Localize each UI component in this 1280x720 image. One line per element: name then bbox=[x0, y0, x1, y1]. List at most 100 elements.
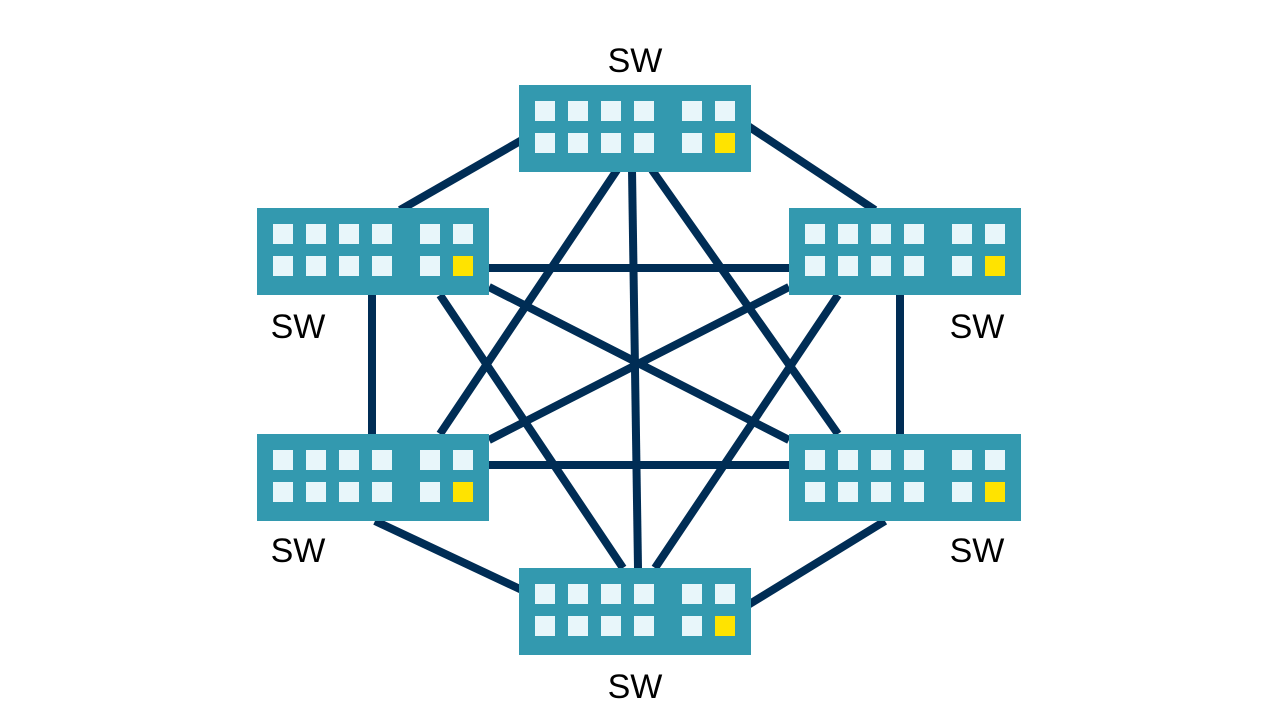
network-switch-icon bbox=[789, 434, 1021, 521]
switch-port bbox=[306, 450, 326, 470]
switch-lower-right: SW bbox=[789, 434, 1021, 570]
links-layer bbox=[368, 122, 904, 609]
switch-port bbox=[805, 482, 825, 502]
switch-port bbox=[568, 101, 588, 121]
switch-port-active bbox=[453, 482, 473, 502]
network-switch-icon bbox=[257, 208, 489, 295]
switch-port bbox=[420, 224, 440, 244]
network-switch-icon bbox=[519, 85, 751, 172]
switch-port bbox=[634, 101, 654, 121]
switch-port bbox=[838, 450, 858, 470]
switch-label: SW bbox=[271, 532, 326, 570]
switch-port bbox=[952, 224, 972, 244]
link-top-lower-left bbox=[436, 167, 621, 437]
switch-port bbox=[952, 482, 972, 502]
switch-port-active bbox=[985, 256, 1005, 276]
switch-port bbox=[273, 224, 293, 244]
switch-upper-left: SW bbox=[257, 208, 489, 346]
switch-label: SW bbox=[608, 42, 663, 80]
switch-body bbox=[257, 208, 489, 295]
switch-port bbox=[682, 584, 702, 604]
switch-label: SW bbox=[950, 532, 1005, 570]
switch-port bbox=[339, 224, 359, 244]
switch-port bbox=[601, 133, 621, 153]
switch-port bbox=[952, 450, 972, 470]
switch-label: SW bbox=[608, 668, 663, 706]
switch-port-active bbox=[985, 482, 1005, 502]
switch-port bbox=[372, 482, 392, 502]
switch-port bbox=[601, 584, 621, 604]
switch-port bbox=[805, 256, 825, 276]
switch-port-active bbox=[715, 133, 735, 153]
switch-port bbox=[535, 616, 555, 636]
switch-top: SW bbox=[519, 42, 751, 172]
switch-port bbox=[339, 256, 359, 276]
link-top-lower-right bbox=[648, 167, 842, 437]
link-upper-right-lower-left bbox=[487, 283, 791, 444]
switch-port bbox=[372, 256, 392, 276]
switch-port bbox=[535, 133, 555, 153]
switch-port bbox=[273, 450, 293, 470]
switch-upper-right: SW bbox=[789, 208, 1021, 346]
switch-port bbox=[838, 256, 858, 276]
link-top-upper-left bbox=[398, 136, 524, 214]
switch-port bbox=[904, 224, 924, 244]
switch-port bbox=[568, 584, 588, 604]
switch-lower-left: SW bbox=[257, 434, 489, 570]
switch-port bbox=[715, 101, 735, 121]
switch-bottom: SW bbox=[519, 568, 751, 706]
switch-port bbox=[682, 133, 702, 153]
switch-port bbox=[805, 450, 825, 470]
switch-port bbox=[453, 450, 473, 470]
switch-body bbox=[519, 568, 751, 655]
switch-port bbox=[601, 101, 621, 121]
switch-label: SW bbox=[950, 308, 1005, 346]
switch-port bbox=[634, 133, 654, 153]
switch-port bbox=[682, 101, 702, 121]
switch-body bbox=[789, 208, 1021, 295]
switch-port bbox=[453, 224, 473, 244]
switch-port bbox=[871, 256, 891, 276]
link-top-upper-right bbox=[745, 122, 878, 214]
switch-body bbox=[519, 85, 751, 172]
switch-port bbox=[805, 224, 825, 244]
switches-layer: SW SW SW SW SW SW bbox=[257, 42, 1021, 706]
link-lower-right-bottom bbox=[745, 517, 888, 609]
switch-port-active bbox=[715, 616, 735, 636]
switch-port bbox=[985, 224, 1005, 244]
switch-port bbox=[634, 584, 654, 604]
switch-port bbox=[273, 256, 293, 276]
switch-port bbox=[339, 482, 359, 502]
switch-label: SW bbox=[271, 308, 326, 346]
network-switch-icon bbox=[789, 208, 1021, 295]
switch-port bbox=[535, 584, 555, 604]
switch-port bbox=[420, 482, 440, 502]
link-upper-left-bottom bbox=[436, 292, 627, 571]
switch-port bbox=[306, 256, 326, 276]
switch-port bbox=[372, 224, 392, 244]
switch-port bbox=[871, 482, 891, 502]
switch-port bbox=[904, 450, 924, 470]
switch-port bbox=[715, 584, 735, 604]
switch-body bbox=[789, 434, 1021, 521]
switch-port bbox=[871, 450, 891, 470]
switch-port bbox=[372, 450, 392, 470]
switch-port-active bbox=[453, 256, 473, 276]
switch-port bbox=[838, 482, 858, 502]
switch-port bbox=[838, 224, 858, 244]
network-switch-icon bbox=[257, 434, 489, 521]
network-switch-icon bbox=[519, 568, 751, 655]
switch-port bbox=[273, 482, 293, 502]
switch-port bbox=[306, 224, 326, 244]
switch-port bbox=[535, 101, 555, 121]
switch-port bbox=[420, 450, 440, 470]
switch-body bbox=[257, 434, 489, 521]
switch-port bbox=[601, 616, 621, 636]
switch-port bbox=[952, 256, 972, 276]
switch-port bbox=[871, 224, 891, 244]
switch-port bbox=[568, 133, 588, 153]
link-lower-left-bottom bbox=[373, 517, 524, 594]
switch-port bbox=[634, 616, 654, 636]
switch-port bbox=[306, 482, 326, 502]
